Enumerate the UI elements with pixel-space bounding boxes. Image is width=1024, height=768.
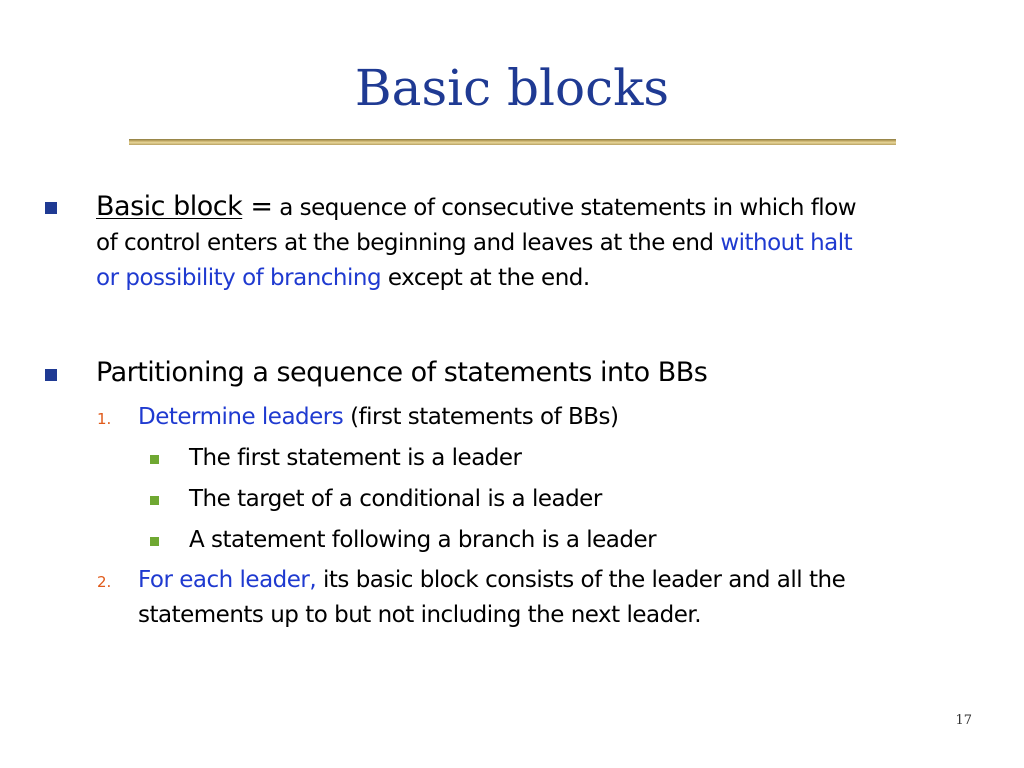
- sub-item: A statement following a branch is a lead…: [189, 527, 657, 553]
- definition-line3-plain: except at the end.: [387, 265, 590, 291]
- bullet-basic-block-line2: of control enters at the beginning and l…: [96, 226, 853, 260]
- spacer: [381, 265, 388, 291]
- step-1-highlight: Determine leaders: [138, 404, 344, 430]
- title-divider: [129, 139, 896, 145]
- step-number: 2.: [97, 573, 112, 591]
- bullet-square-icon: [45, 369, 57, 381]
- definition-line2-plain: of control enters at the beginning and l…: [96, 230, 714, 256]
- definition-line1: a sequence of consecutive statements in …: [279, 195, 857, 221]
- definition-line3-highlight: or possibility of branching: [96, 265, 382, 291]
- slide-title: Basic blocks: [354, 59, 670, 117]
- bullet-basic-block-line3: or possibility of branching except at th…: [96, 261, 590, 295]
- equals-sign: =: [250, 191, 273, 222]
- step-2-line1: For each leader, its basic block consist…: [138, 565, 846, 595]
- step-1-plain: (first statements of BBs): [350, 404, 619, 430]
- bullet-square-icon: [45, 202, 57, 214]
- definition-line2-highlight: without halt: [720, 230, 853, 256]
- sub-bullet-square-icon: [150, 537, 159, 546]
- bullet-basic-block-line1: Basic block = a sequence of consecutive …: [96, 190, 857, 225]
- sub-bullet-square-icon: [150, 496, 159, 505]
- step-number: 1.: [97, 410, 112, 428]
- sub-item: The target of a conditional is a leader: [189, 486, 602, 512]
- bullet-partitioning: Partitioning a sequence of statements in…: [96, 357, 708, 388]
- sub-bullet-square-icon: [150, 455, 159, 464]
- step-2-highlight: For each leader,: [138, 567, 317, 593]
- spacer: [316, 567, 323, 593]
- step-1-text: Determine leaders (first statements of B…: [138, 402, 619, 432]
- step-2-line2: statements up to but not including the n…: [138, 602, 702, 628]
- page-number: 17: [955, 713, 972, 728]
- basic-block-term: Basic block: [96, 191, 243, 222]
- sub-item: The first statement is a leader: [189, 445, 522, 471]
- step-2-plain-line1: its basic block consists of the leader a…: [323, 567, 846, 593]
